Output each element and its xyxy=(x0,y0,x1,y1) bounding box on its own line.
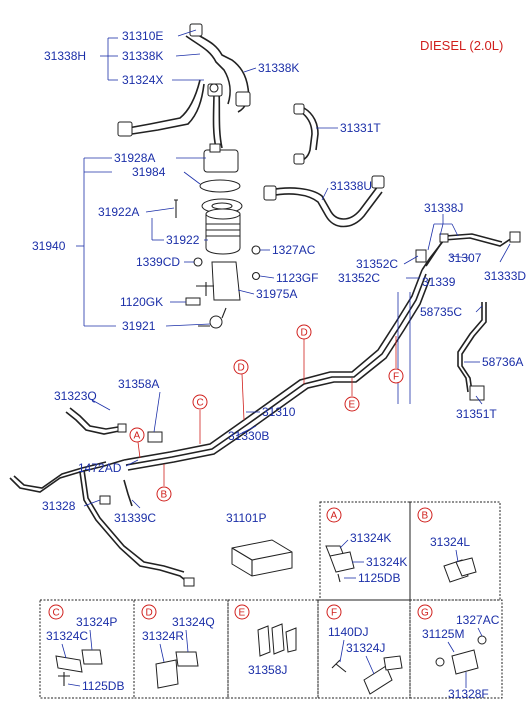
callout-e: E xyxy=(344,396,360,412)
label-1123gf: 1123GF xyxy=(276,271,318,285)
detail-d-l1: 31324Q xyxy=(172,615,215,629)
detail-g-l1: 1327AC xyxy=(456,613,500,627)
label-31928a: 31928A xyxy=(114,151,155,165)
callout-d-2: D xyxy=(233,359,249,375)
detail-box-c: C 31324P 31324C 1125DB xyxy=(39,599,135,699)
callout-letter: D xyxy=(238,363,245,374)
label-31323q: 31323Q xyxy=(54,389,97,403)
label-31324x: 31324X xyxy=(122,73,163,87)
label-31338j: 31338J xyxy=(424,201,463,215)
detail-f-l1: 1140DJ xyxy=(328,625,368,639)
detail-d-l2: 31324R xyxy=(142,629,184,643)
brake-line xyxy=(457,302,487,401)
detail-box-b: B 31324L xyxy=(409,501,501,601)
callout-letter: G xyxy=(421,608,429,619)
callout-letter: C xyxy=(197,398,204,409)
callout-letter: A xyxy=(134,431,141,442)
callout-f: F xyxy=(388,368,404,384)
detail-box-d: D 31324Q 31324R xyxy=(133,599,229,699)
detail-box-g: G 1327AC 31125M 31328F xyxy=(409,599,503,701)
label-1339cd: 1339CD xyxy=(136,255,180,269)
label-31333d: 31333D xyxy=(484,269,526,283)
detail-box-e: E 31358J xyxy=(227,599,319,699)
diagram-title: DIESEL (2.0L) xyxy=(420,38,503,53)
detail-c-l3: 1125DB xyxy=(82,679,124,693)
label-31922a: 31922A xyxy=(98,205,139,219)
label-31330b: 31330B xyxy=(228,429,269,443)
label-31352c-b: 31352C xyxy=(338,271,380,285)
label-31922: 31922 xyxy=(166,233,200,247)
callout-letter: E xyxy=(239,608,246,619)
callout-letter: D xyxy=(146,608,153,619)
detail-a-l2: 31324K xyxy=(366,555,407,569)
detail-a-l1: 31324K xyxy=(350,531,391,545)
hose-31331t xyxy=(293,103,319,165)
label-31921: 31921 xyxy=(122,319,156,333)
label-31328: 31328 xyxy=(42,499,76,513)
label-31984: 31984 xyxy=(132,165,166,179)
detail-g-l3: 31328F xyxy=(448,687,489,701)
label-31338k: 31338K xyxy=(122,49,163,63)
detail-g-l2: 31125M xyxy=(422,627,464,641)
lower-left-tubes xyxy=(9,407,195,587)
callout-leaders xyxy=(137,336,397,486)
detail-f-l2: 31324J xyxy=(346,641,385,655)
label-31338h: 31338H xyxy=(44,49,86,63)
label-31351t: 31351T xyxy=(456,407,497,421)
label-31339: 31339 xyxy=(422,275,456,289)
label-1327ac: 1327AC xyxy=(272,243,316,257)
label-31975a: 31975A xyxy=(256,287,297,301)
detail-c-l2: 31324C xyxy=(46,629,88,643)
label-31310: 31310 xyxy=(262,405,296,419)
upper-hose-assembly xyxy=(117,23,251,149)
detail-b-l1: 31324L xyxy=(430,535,470,549)
label-58736a: 58736A xyxy=(482,355,523,369)
detail-box-f: F 1140DJ 31324J xyxy=(317,599,411,699)
callout-d: D xyxy=(296,324,312,340)
label-31352c: 31352C xyxy=(356,257,398,271)
main-fuel-tubes xyxy=(123,231,521,471)
leader-lines xyxy=(76,29,511,509)
callout-letter: F xyxy=(331,608,337,619)
callout-c: C xyxy=(192,394,208,410)
callout-letter: C xyxy=(53,608,60,619)
callout-a: A xyxy=(129,427,145,443)
label-31101p: 31101P xyxy=(226,511,266,525)
label-31307: 31307 xyxy=(448,251,482,265)
label-58735c: 58735C xyxy=(420,305,462,319)
label-31338k-b: 31338K xyxy=(258,61,299,75)
detail-c-l1: 31324P xyxy=(76,615,117,629)
hose-31338u xyxy=(263,175,385,228)
callout-b: B xyxy=(156,486,172,502)
label-31331t: 31331T xyxy=(340,121,381,135)
callout-letter: D xyxy=(301,328,308,339)
label-31940: 31940 xyxy=(32,239,66,253)
callout-letter: E xyxy=(349,400,356,411)
label-31338u: 31338U xyxy=(330,179,372,193)
label-31310e: 31310E xyxy=(122,29,163,43)
callout-letter: B xyxy=(161,490,168,501)
fuel-filter-assembly xyxy=(174,143,261,329)
detail-e-l1: 31358J xyxy=(248,663,287,677)
label-1120gk: 1120GK xyxy=(120,295,163,309)
callout-letter: F xyxy=(393,372,399,383)
label-31339c: 31339C xyxy=(114,511,156,525)
label-1472ad: 1472AD xyxy=(78,461,122,475)
callout-letter: A xyxy=(331,511,338,522)
detail-a-l3: 1125DB xyxy=(358,571,400,585)
detail-box-a: A 31324K 31324K 1125DB xyxy=(319,501,411,601)
canister-31101p xyxy=(231,539,293,577)
label-31358a: 31358A xyxy=(118,377,159,391)
callout-letter: B xyxy=(422,511,429,522)
